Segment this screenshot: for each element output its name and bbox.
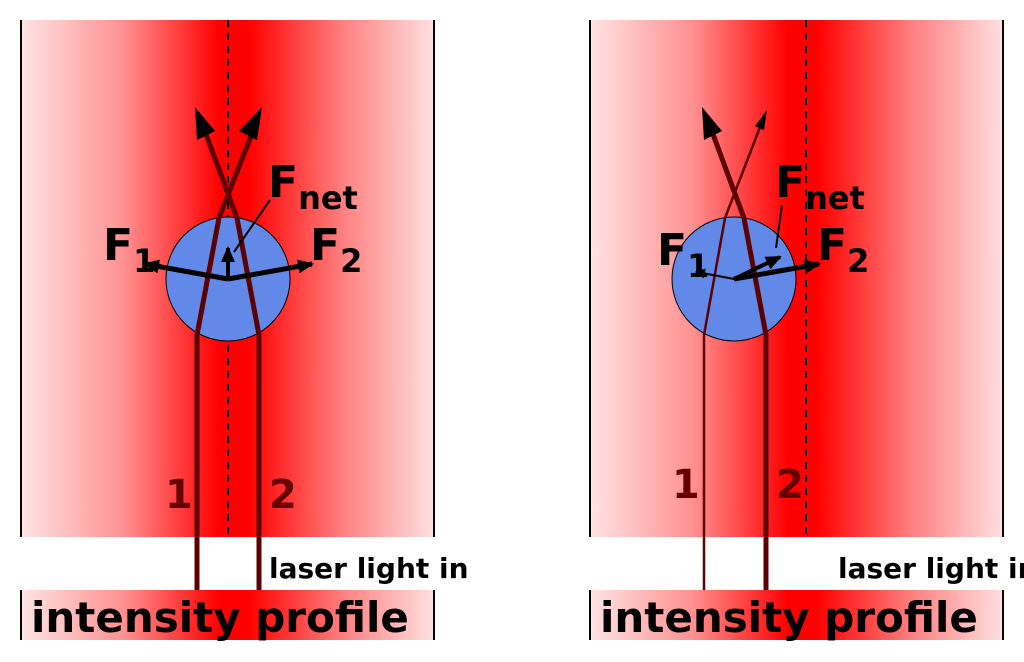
force-f2-label-right: F2 [817, 220, 869, 280]
intensity-profile-label-left: intensity profile [31, 593, 409, 642]
panel-right: F1 F2 Fnet 1 2 laser light in intensity … [589, 20, 1024, 642]
fnet-pointer-right [775, 204, 783, 249]
force-fnet-label-right: Fnet [775, 157, 865, 217]
ray-2-arrowhead-left [195, 107, 215, 140]
ray-1-arrowhead-left [239, 107, 262, 140]
intensity-profile-bar-left [21, 590, 434, 640]
force-f1-label-right: F1 [657, 225, 709, 285]
laser-beam-right [590, 20, 1003, 537]
fnet-pointer-left [233, 199, 271, 253]
intensity-profile-bar-right [590, 590, 1003, 640]
force-f2-arrow-right [733, 259, 821, 282]
panel-left: F1 F2 Fnet 1 2 laser light in intensity … [20, 20, 469, 642]
laser-light-in-label-left: laser light in [269, 552, 469, 585]
ray-2-label-right: 2 [776, 462, 804, 508]
force-fnet-arrow-right [733, 255, 782, 281]
ray-2-arrowhead-right [702, 107, 722, 140]
ray-1-right [702, 121, 764, 590]
laser-light-in-label-right: laser light in [838, 552, 1024, 585]
force-f2-arrow-left [227, 259, 314, 282]
force-f2-label-left: F2 [310, 220, 362, 280]
intensity-profile-label-right: intensity profile [600, 593, 978, 642]
ray-1-label-left: 1 [165, 472, 193, 518]
force-f1-label-left: F1 [103, 220, 155, 280]
ray-1-arrowhead-right [755, 110, 767, 130]
force-f1-arrow-right [695, 268, 735, 280]
force-fnet-label-left: Fnet [268, 157, 358, 217]
ray-2-label-left: 2 [269, 472, 297, 518]
force-f1-arrow-left [143, 259, 229, 282]
ray-1-label-right: 1 [672, 462, 700, 508]
